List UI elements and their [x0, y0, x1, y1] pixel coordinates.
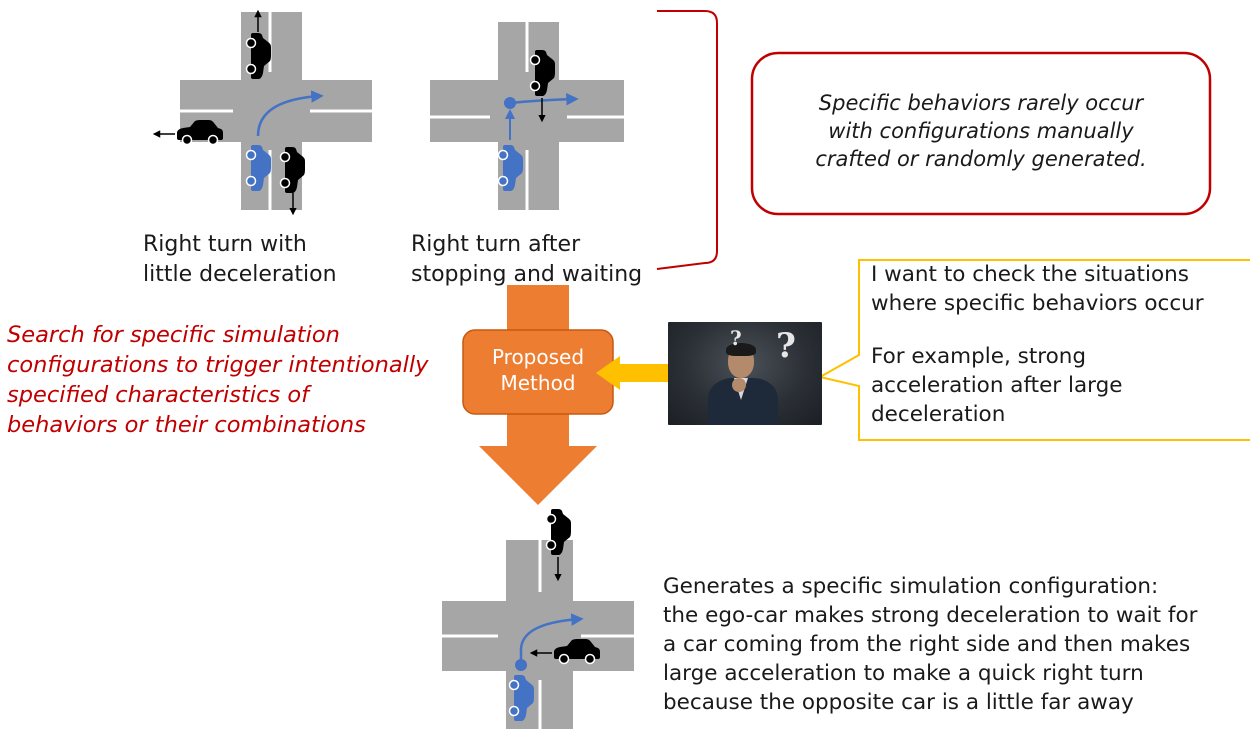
observation-box-frame — [750, 51, 1212, 216]
search-note-line: Search for specific simulation — [7, 322, 340, 348]
caption-line: little deceleration — [143, 262, 337, 287]
other-car-icon — [245, 33, 271, 79]
question-mark-icon: ? — [776, 326, 796, 366]
ego-car-icon — [245, 145, 271, 191]
bubble-line — [871, 318, 1204, 342]
other-car-icon — [177, 120, 223, 146]
speech-bubble-text: I want to check the situations where spe… — [871, 260, 1204, 429]
observation-line: with configurations manually — [828, 119, 1134, 143]
intersection-1 — [152, 9, 372, 216]
other-car-icon — [545, 509, 571, 555]
bubble-line: For example, strong — [871, 344, 1087, 369]
intersection-2 — [430, 22, 624, 210]
bubble-line: where specific behaviors occur — [871, 291, 1204, 316]
ego-path-arrow — [256, 90, 324, 137]
ego-car-icon — [508, 675, 534, 721]
search-note-line: configurations to trigger intentionally — [7, 352, 429, 378]
search-note-line: specified characteristics of — [7, 382, 310, 408]
other-car-icon — [279, 147, 305, 193]
bubble-line: acceleration after large — [871, 373, 1123, 398]
observation-line: Specific behaviors rarely occur — [818, 91, 1144, 115]
bubble-line: I want to check the situations — [871, 262, 1189, 287]
ego-car-icon — [497, 145, 523, 191]
ego-path-arrow — [519, 613, 584, 665]
method-line: Proposed — [491, 345, 585, 369]
result-line: the ego-car makes strong deceleration to… — [663, 603, 1198, 628]
other-car-icon — [554, 639, 600, 665]
person-hand — [732, 378, 746, 392]
caption-intersection-2: Right turn after stopping and waiting — [411, 230, 642, 290]
thinking-person-photo: ? ? — [668, 322, 822, 425]
result-line: Generates a specific simulation configur… — [663, 574, 1159, 599]
stop-point — [515, 659, 527, 671]
method-line: Method — [500, 371, 576, 395]
question-mark-icon: ? — [730, 326, 742, 350]
result-line: large acceleration to make a quick right… — [663, 661, 1144, 686]
result-line: a car coming from the right side and the… — [663, 632, 1191, 657]
search-note-line: behaviors or their combinations — [7, 412, 366, 438]
caption-intersection-1: Right turn with little deceleration — [143, 230, 337, 290]
person-hair — [726, 343, 756, 356]
road-horizontal — [430, 80, 624, 142]
search-note: Search for specific simulation configura… — [7, 320, 429, 440]
caption-line: Right turn with — [143, 232, 307, 257]
proposed-method-label: Proposed Method — [463, 344, 613, 396]
result-description: Generates a specific simulation configur… — [663, 572, 1197, 717]
intersection-3 — [442, 509, 634, 729]
other-car-icon — [529, 50, 555, 96]
bubble-line: deceleration — [871, 402, 1006, 427]
input-arrow — [596, 356, 668, 390]
observation-box-text: Specific behaviors rarely occur with con… — [760, 89, 1202, 173]
caption-line: Right turn after — [411, 232, 581, 257]
result-line: because the opposite car is a little far… — [663, 690, 1134, 715]
observation-line: crafted or randomly generated. — [815, 147, 1147, 171]
grouping-bracket — [656, 10, 718, 270]
caption-line: stopping and waiting — [411, 262, 643, 287]
